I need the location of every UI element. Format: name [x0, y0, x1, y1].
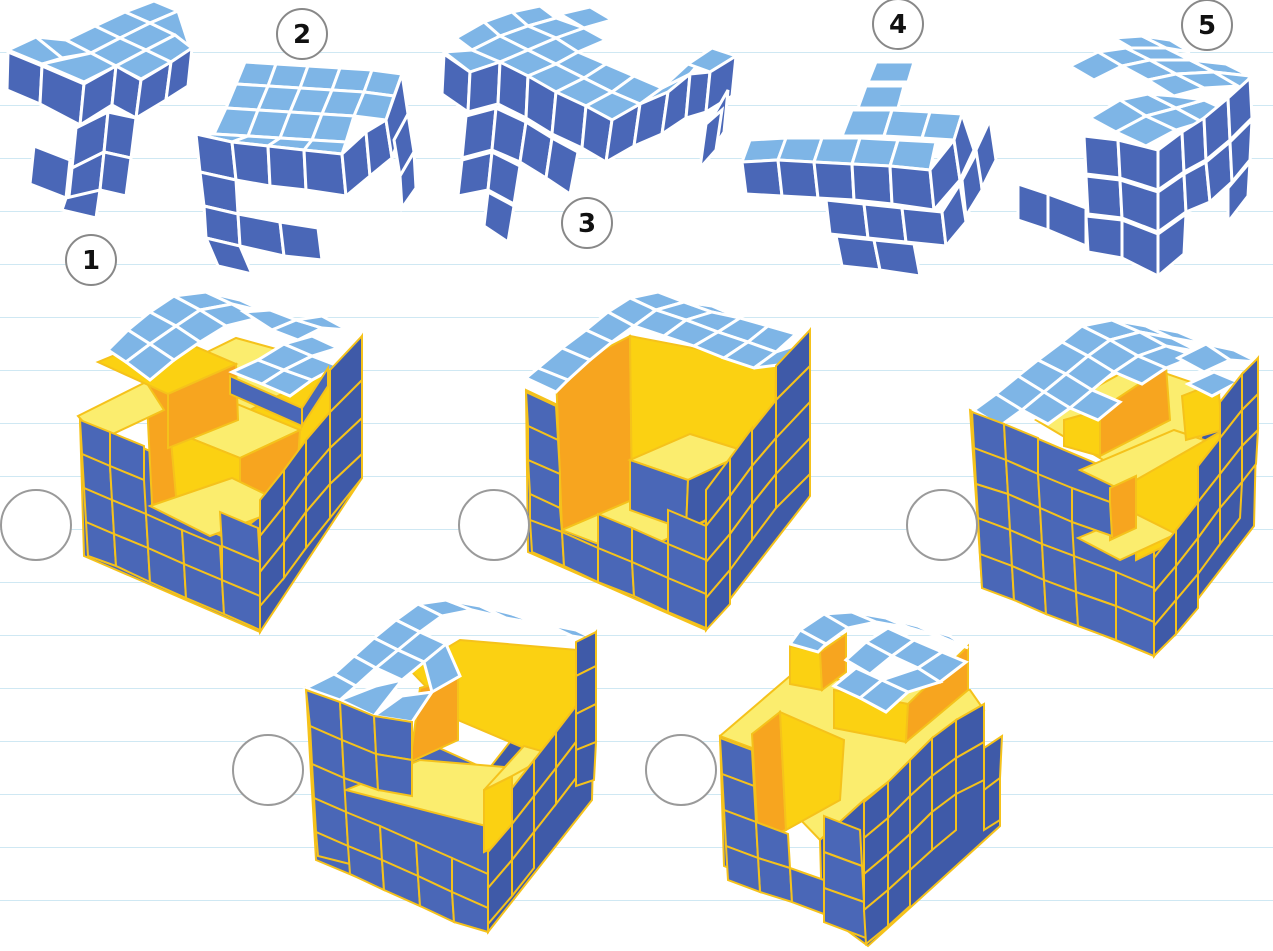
answer-cube-1: [78, 292, 362, 632]
piece-number-3: 3: [578, 209, 596, 239]
piece-number-4: 4: [889, 10, 907, 40]
answer-slot-4[interactable]: [233, 735, 303, 805]
piece-badge-2: 2: [277, 9, 327, 59]
answer-cube-4: [306, 600, 596, 932]
piece-badge-3: 3: [562, 198, 612, 248]
piece-number-1: 1: [82, 246, 100, 276]
answer-cube-3: [970, 320, 1258, 656]
piece-number-5: 5: [1198, 11, 1216, 41]
piece-2[interactable]: [196, 62, 416, 274]
answer-slot-2[interactable]: [459, 490, 529, 560]
piece-5[interactable]: [1018, 36, 1252, 276]
piece-badge-4: 4: [873, 0, 923, 49]
piece-number-2: 2: [293, 20, 311, 50]
answer-slot-1[interactable]: [1, 490, 71, 560]
piece-1[interactable]: [7, 1, 192, 218]
answer-slot-5[interactable]: [646, 735, 716, 805]
piece-4-top-tiles: [742, 62, 962, 170]
answer-cube-5: [720, 612, 1002, 946]
answer-slot-3[interactable]: [907, 490, 977, 560]
piece-badge-1: 1: [66, 235, 116, 285]
answer-cube-2: [526, 292, 810, 630]
piece-4[interactable]: [742, 62, 996, 276]
piece-badge-5: 5: [1182, 0, 1232, 50]
